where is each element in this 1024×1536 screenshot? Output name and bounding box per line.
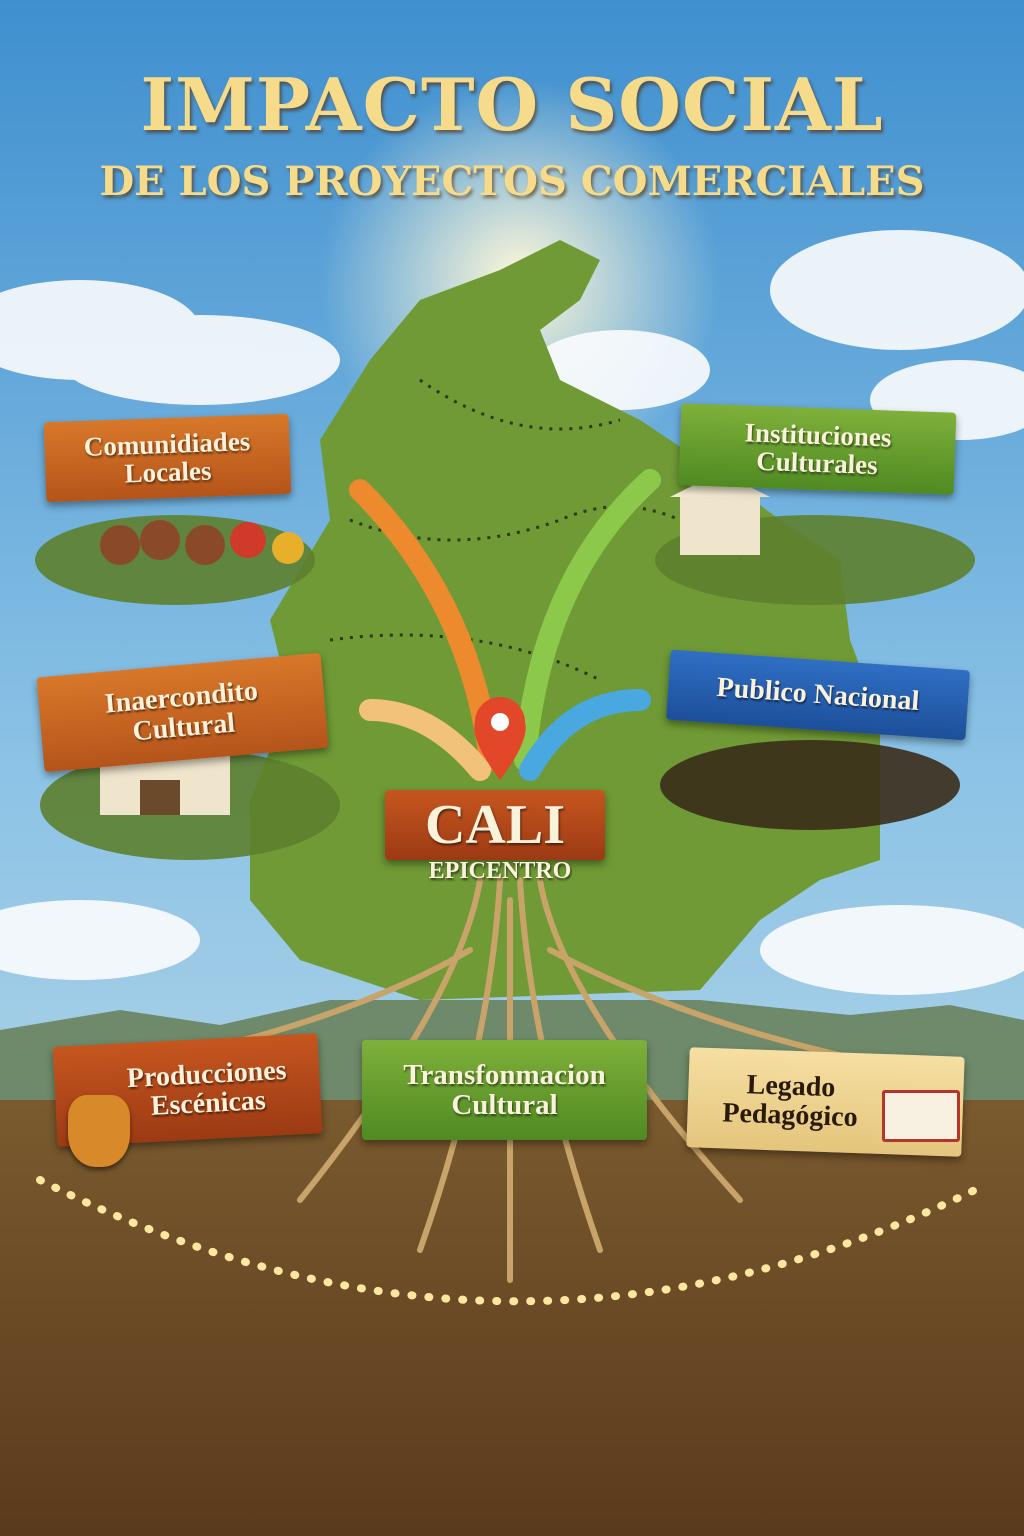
center-label: CALI	[424, 793, 566, 856]
banner-text-2: Cultural	[451, 1089, 558, 1121]
dotted-arc	[36, 1176, 989, 1306]
banner-text-1: Publico Nacional	[715, 672, 921, 718]
banner-text-2: Pedagógico	[721, 1097, 859, 1134]
clouds	[0, 230, 1024, 995]
banner-text-1: Transfonmacion	[403, 1058, 606, 1091]
title-line1: IMPACTO SOCIAL	[140, 62, 884, 147]
people-icons	[100, 520, 304, 565]
center-sublabel: EPICENTRO	[428, 858, 572, 884]
title-line2: DE LOS PROYECTOS COMERCIALES	[99, 158, 925, 205]
banner-text-2: Escénicas	[149, 1084, 267, 1122]
open-book-icon	[882, 1090, 960, 1142]
banner-text-1: Comunidiades	[83, 425, 251, 462]
banner-text-2: Culturales	[755, 445, 879, 481]
center-banner-cali[interactable]: CALI	[385, 790, 605, 860]
theater-mask-icon	[68, 1095, 130, 1167]
location-pin-icon	[474, 697, 526, 780]
